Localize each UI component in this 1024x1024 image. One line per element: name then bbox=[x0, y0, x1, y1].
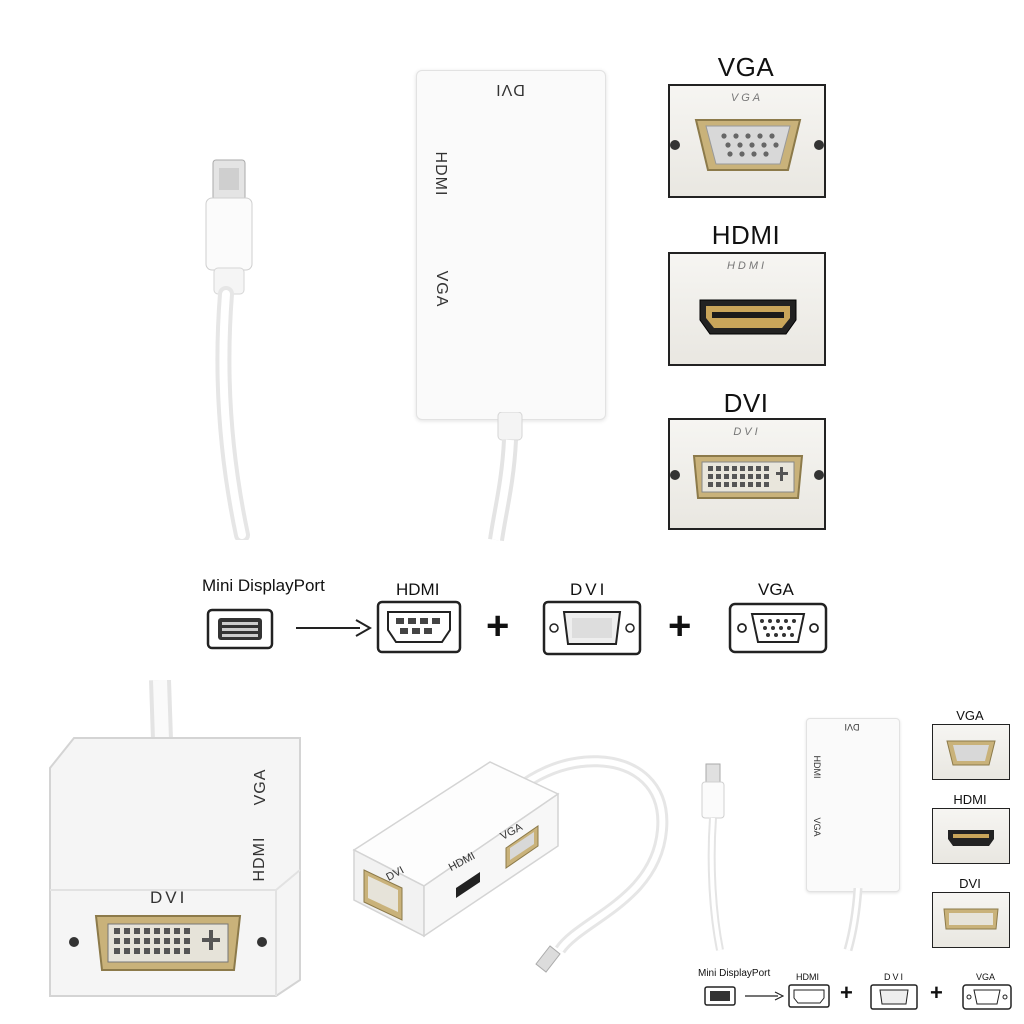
small-flow-arrow-icon bbox=[745, 991, 784, 1001]
small-flow-dvi-label: DVI bbox=[884, 972, 906, 982]
flow-vga-icon bbox=[728, 602, 828, 654]
small-vga-title: VGA bbox=[956, 708, 984, 723]
mini-displayport-cable bbox=[205, 159, 253, 540]
small-mini-displayport-icon bbox=[704, 986, 736, 1006]
flow-dvi-label: DVI bbox=[570, 580, 608, 599]
adapter-closeup-body bbox=[49, 737, 301, 997]
flow-hdmi-icon bbox=[376, 600, 462, 654]
vga-port-panel: VGA bbox=[668, 84, 826, 198]
hdmi-panel-subtext: HDMI bbox=[726, 260, 768, 272]
flow-vga-label: VGA bbox=[758, 580, 794, 599]
small-hdmi-title: HDMI bbox=[953, 792, 987, 807]
small-vga-port-icon bbox=[946, 740, 996, 766]
adapter-front-dvi-label: DVI bbox=[495, 81, 525, 98]
adapter-front-body bbox=[416, 70, 606, 420]
small-flow-dvi-icon bbox=[870, 984, 918, 1010]
dvi-panel-subtext: DVI bbox=[733, 426, 761, 438]
hdmi-panel-title: HDMI bbox=[711, 220, 781, 250]
flow-plus-2: + bbox=[668, 604, 692, 648]
flow-hdmi-label: HDMI bbox=[396, 580, 440, 599]
dvi-port-icon bbox=[692, 455, 804, 499]
dvi-panel-title: DVI bbox=[723, 388, 769, 418]
vga-panel-title: VGA bbox=[717, 52, 775, 82]
flow-dvi-icon bbox=[542, 600, 642, 656]
small-flow-hdmi-icon bbox=[788, 984, 830, 1008]
adapter-angled-body bbox=[352, 755, 669, 973]
vga-port-icon bbox=[694, 119, 802, 171]
flow-plus-1: + bbox=[486, 604, 510, 648]
small-hdmi-panel bbox=[932, 808, 1010, 864]
small-adapter-hdmi-label: HDMI bbox=[812, 755, 822, 779]
hdmi-port-panel: HDMI bbox=[668, 252, 826, 366]
small-flow-plus-1: + bbox=[840, 980, 853, 1005]
small-flow-vga-icon bbox=[962, 984, 1012, 1010]
adapter-front-vga-label: VGA bbox=[433, 270, 450, 308]
adapter-closeup-dvi-label: DVI bbox=[150, 888, 188, 907]
small-flow-hdmi-label: HDMI bbox=[796, 972, 819, 982]
flow-source-label: Mini DisplayPort bbox=[202, 576, 325, 595]
small-flow-vga-label: VGA bbox=[976, 972, 996, 982]
adapter-front-hdmi-label: HDMI bbox=[432, 151, 449, 197]
adapter-closeup-cable bbox=[149, 680, 173, 740]
small-adapter-body bbox=[806, 718, 900, 892]
dvi-port-panel: DVI bbox=[668, 418, 826, 530]
small-dvi-title: DVI bbox=[959, 876, 981, 891]
small-hdmi-port-icon bbox=[948, 830, 994, 846]
mini-displayport-icon bbox=[206, 608, 274, 650]
small-flow-plus-2: + bbox=[930, 980, 943, 1005]
mini-cable-small bbox=[701, 763, 725, 951]
small-adapter-dvi-label: DVI bbox=[844, 722, 860, 732]
small-adapter-vga-label: VGA bbox=[812, 817, 822, 837]
small-dvi-port-icon bbox=[943, 908, 999, 930]
adapter-closeup-vga-label: VGA bbox=[252, 768, 269, 806]
small-dvi-panel bbox=[932, 892, 1010, 948]
adapter-closeup-hdmi-label: HDMI bbox=[251, 836, 268, 882]
small-adapter-cable bbox=[843, 888, 863, 952]
vga-panel-subtext: VGA bbox=[730, 92, 764, 104]
adapter-front-cable bbox=[488, 412, 523, 542]
flow-arrow-icon bbox=[296, 619, 372, 637]
small-flow-source-label: Mini DisplayPort bbox=[698, 968, 771, 979]
hdmi-port-icon bbox=[699, 299, 797, 335]
small-vga-panel bbox=[932, 724, 1010, 780]
